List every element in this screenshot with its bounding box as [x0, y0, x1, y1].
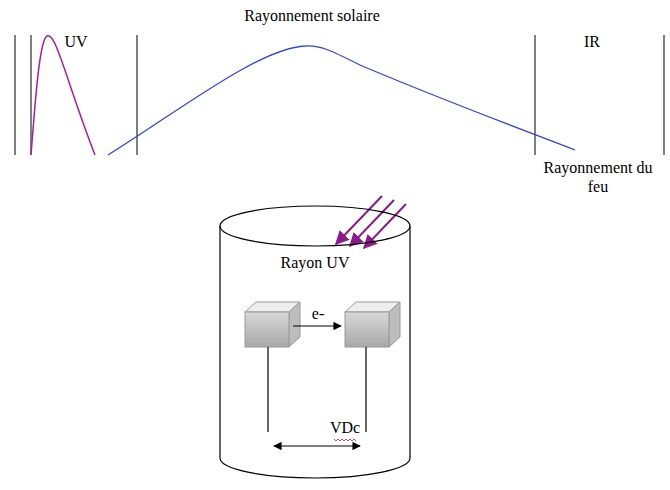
housing-label: Rayon UV: [219, 205, 411, 272]
band-label: IR: [584, 32, 600, 51]
spell-squiggle: [334, 439, 356, 441]
solar-curve: [108, 46, 575, 155]
band-label: UV: [64, 32, 87, 51]
electron-arrow: [293, 325, 341, 326]
electron-label: e-: [312, 304, 324, 323]
band-lines: [15, 35, 664, 155]
electrode-right: [345, 302, 400, 347]
uv-rays: [336, 196, 406, 248]
uv-curve: [31, 36, 95, 155]
detector-housing: Rayon UV: [219, 205, 411, 480]
spectrum-title: Rayonnement solaire: [244, 6, 380, 25]
electrode-left: [245, 302, 300, 347]
source-label: Rayonnement du feu: [542, 158, 654, 196]
voltage-arrow: [274, 445, 360, 446]
voltage-label: VDc: [330, 418, 360, 437]
cylinder-outline: [219, 205, 411, 480]
